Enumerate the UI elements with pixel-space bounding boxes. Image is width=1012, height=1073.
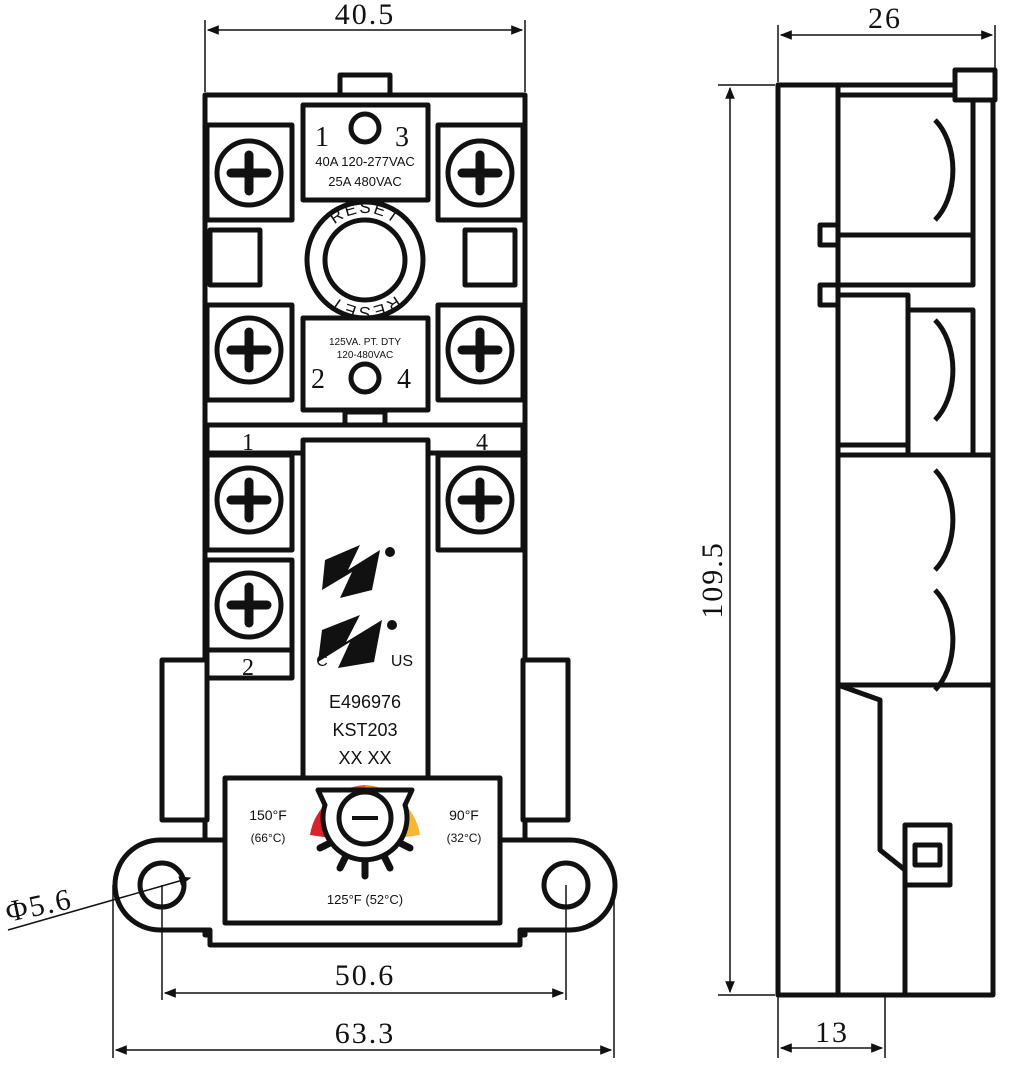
model-number: KST203 [332,720,397,740]
label-panel [300,437,431,788]
terminal-2-label: 2 [311,364,325,395]
pilot-rating-1: 125VA. PT. DTY [329,337,401,348]
screw-icon [214,138,284,208]
dim-hole-diameter: Φ5.6 [3,883,76,929]
temp-high-c: (66°C) [251,831,286,845]
pilot-rating-2: 120-480VAC [337,350,394,361]
screw-icon [214,570,284,640]
lower-terminal-4-label: 4 [476,430,488,456]
lower-terminal-2-label: 2 [242,655,254,681]
lower-terminal-1-label: 1 [242,430,254,456]
us-mark: US [391,653,413,670]
dim-side-depth: 26 [868,2,902,35]
dim-hole-spacing: 50.6 [335,959,396,992]
dimension-lines [7,20,996,1058]
dim-height: 109.5 [696,541,729,619]
terminal-screws [204,122,526,658]
terminal-3-label: 3 [395,122,409,153]
file-number: E496976 [329,692,401,712]
side-view [775,67,998,998]
temp-low-f: 90°F [449,807,479,823]
date-code: XX XX [338,748,391,768]
canada-mark-c: C [316,653,328,670]
temp-high-f: 150°F [249,807,287,823]
terminal-1-label: 1 [315,122,329,153]
terminal-4-label: 4 [397,364,411,395]
dim-side-base: 13 [815,1016,849,1049]
rating-line-1: 40A 120-277VAC [315,154,415,169]
ul-listed-mark-icon [318,615,397,668]
screw-icon [445,138,515,208]
temp-mid: 125°F (52°C) [327,892,403,907]
ul-mark-icon [322,545,395,598]
dim-base-width: 63.3 [335,1017,396,1050]
temp-low-c: (32°C) [447,831,482,845]
screw-icon [214,465,284,535]
dim-top-width: 40.5 [335,0,396,31]
rating-line-2: 25A 480VAC [328,174,401,189]
front-view [112,72,618,948]
screw-icon [214,315,284,385]
dial-knob [336,789,394,847]
screw-icon [445,315,515,385]
screw-icon [445,465,515,535]
